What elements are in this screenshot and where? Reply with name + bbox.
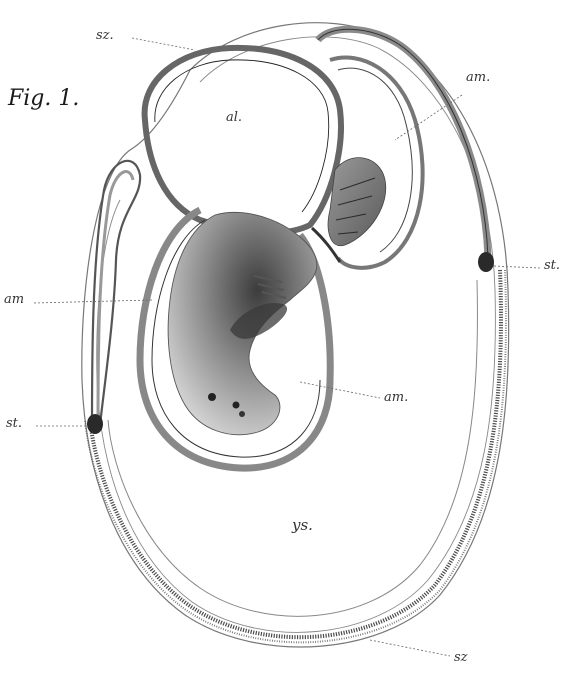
label-st-left: st. — [6, 416, 22, 431]
allantois-sac-inner — [155, 60, 329, 212]
leader-am-mid — [300, 382, 380, 398]
label-am-mid: am. — [384, 390, 408, 405]
label-st-right: st. — [544, 258, 560, 273]
leader-st-right — [494, 266, 540, 268]
label-al: al. — [226, 110, 242, 125]
label-am-top-right: am. — [466, 70, 490, 85]
leader-sz-bottom — [370, 640, 450, 656]
label-sz-top: sz. — [96, 28, 114, 43]
yolk-sac-boundary — [108, 280, 477, 616]
allantois-sac — [145, 48, 341, 233]
label-sz-bottom: sz — [454, 650, 468, 665]
embryo-spot-2 — [233, 402, 240, 409]
figure-title: Fig. 1. — [8, 86, 79, 111]
embryo-spot-3 — [239, 411, 245, 417]
serosa-inner-line — [97, 37, 496, 633]
stalk-knob-left — [87, 414, 103, 434]
stalk-knob-right — [478, 252, 494, 272]
label-am-left: am — [4, 292, 24, 307]
label-ys: ys. — [292, 516, 313, 534]
leader-sz-top — [132, 38, 195, 50]
embryo-spot-1 — [208, 393, 216, 401]
